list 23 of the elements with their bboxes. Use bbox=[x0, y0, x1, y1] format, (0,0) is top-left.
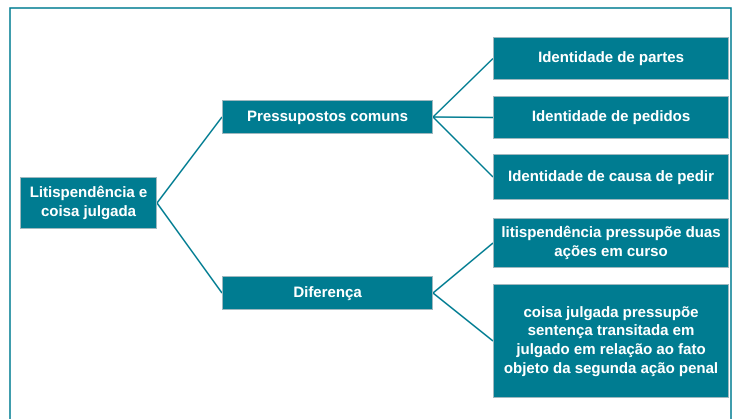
node-label: litispendência pressupõe duas ações em curso bbox=[500, 224, 722, 262]
connector-line bbox=[433, 116, 493, 118]
process-box bbox=[20, 177, 157, 229]
connector-line bbox=[432, 116, 494, 178]
process-box bbox=[493, 154, 729, 200]
process-box bbox=[493, 37, 729, 80]
connector-line bbox=[432, 58, 494, 118]
process-box bbox=[222, 276, 433, 310]
process-box bbox=[493, 284, 729, 398]
connector-line bbox=[432, 242, 494, 294]
connector-line bbox=[156, 116, 223, 204]
node-label: Pressupostos comuns bbox=[247, 108, 408, 126]
connector-line bbox=[156, 202, 223, 294]
process-box bbox=[493, 218, 729, 268]
node-label: Identidade de partes bbox=[538, 49, 684, 68]
node-label: Diferença bbox=[293, 284, 362, 302]
node-label: Identidade de causa de pedir bbox=[508, 168, 714, 186]
node-label: Identidade de pedidos bbox=[532, 108, 690, 127]
connector-line bbox=[432, 292, 494, 342]
node-label: Litispendência e coisa julgada bbox=[28, 184, 148, 222]
process-box bbox=[493, 96, 729, 139]
process-box bbox=[222, 100, 433, 134]
node-label: coisa julgada pressupõe sentença transitada em julgado em relação ao fato objeto da segunda ação penal bbox=[502, 304, 720, 378]
